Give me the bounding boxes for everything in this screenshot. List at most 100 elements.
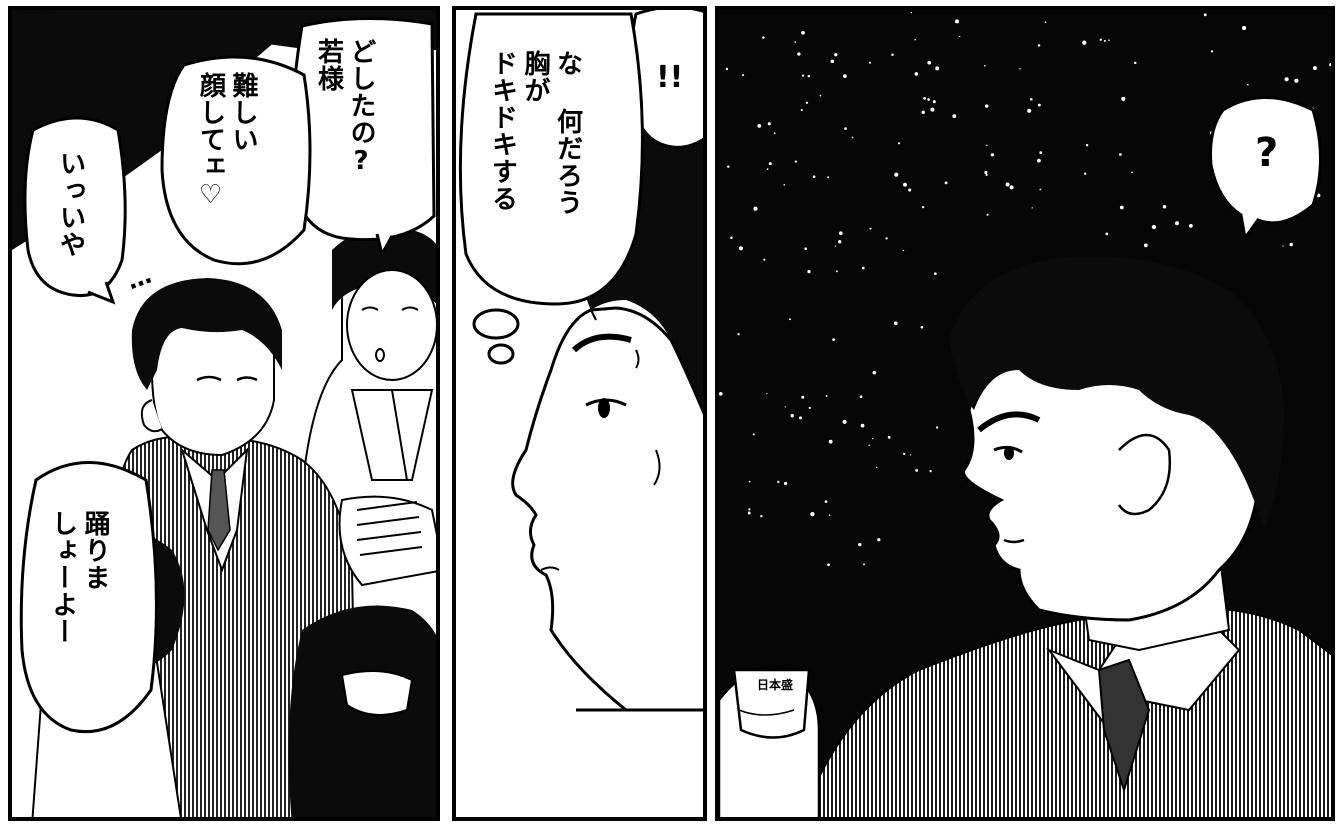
star [1312, 66, 1317, 71]
star [762, 36, 765, 39]
star [887, 436, 891, 439]
star [748, 508, 751, 511]
star [1083, 172, 1087, 175]
star [719, 391, 723, 396]
bubble-muzukashii-line-1: 難しい [228, 72, 258, 153]
thought-line-1: な 何だろう [552, 50, 583, 216]
star [747, 511, 751, 515]
star [757, 124, 762, 128]
star [835, 270, 838, 273]
speech-bubble-muzukashii [160, 55, 312, 266]
panel-middle: !! な 何だろう 胸が ドキドキする [452, 6, 707, 821]
star [872, 437, 874, 440]
star [784, 406, 786, 408]
star [738, 246, 743, 251]
star [929, 469, 932, 473]
star [827, 563, 830, 567]
star [875, 466, 878, 469]
star [1009, 185, 1014, 190]
star [984, 170, 988, 175]
star [903, 182, 907, 187]
star [1082, 40, 1087, 45]
star [794, 160, 797, 163]
star [1119, 205, 1124, 210]
star [766, 392, 768, 395]
panel-right: 日本盛 ? [715, 6, 1335, 821]
star [1019, 68, 1021, 70]
star [920, 325, 924, 329]
bubble-muzukashii-text: 難しい 顔してェ♡ [194, 72, 259, 262]
star [748, 480, 751, 483]
bubble-muzukashii-line-2: 顔してェ♡ [195, 72, 226, 211]
speech-bubble-question [1209, 96, 1322, 240]
star [812, 175, 816, 178]
star [827, 176, 830, 179]
star [819, 94, 822, 97]
star [1210, 50, 1214, 53]
star [828, 514, 831, 517]
star [986, 213, 989, 216]
star [1246, 83, 1249, 86]
star [727, 165, 730, 168]
star [952, 114, 957, 119]
star [766, 168, 769, 170]
star [1294, 78, 1299, 83]
star [908, 188, 912, 192]
star [783, 183, 786, 186]
star [1162, 205, 1167, 209]
thought-line-2: 胸が [520, 50, 550, 104]
star [842, 419, 847, 424]
star [844, 127, 847, 130]
star [986, 144, 988, 147]
star [891, 53, 894, 56]
star [824, 500, 828, 503]
star [798, 416, 802, 420]
star [797, 52, 801, 56]
star [790, 413, 794, 418]
star [804, 247, 808, 251]
star [1105, 232, 1109, 236]
star [990, 153, 994, 157]
star [927, 60, 932, 65]
star [1037, 44, 1041, 47]
star [877, 538, 881, 542]
star [858, 542, 862, 547]
star [927, 98, 930, 101]
star [1031, 207, 1033, 209]
star [984, 64, 986, 67]
star [800, 109, 803, 112]
star [872, 370, 877, 375]
star [1099, 38, 1102, 41]
star [1143, 243, 1148, 248]
bubble-odori-line-2: しょーよー [47, 510, 78, 645]
star [810, 511, 815, 517]
star [1027, 108, 1032, 113]
star [768, 162, 772, 166]
star [777, 480, 780, 484]
star [808, 406, 811, 410]
star [910, 454, 912, 456]
question-text: ? [1255, 130, 1279, 176]
star [934, 272, 937, 276]
star [1039, 151, 1043, 155]
star [932, 100, 936, 104]
star [903, 452, 906, 456]
star [742, 74, 745, 77]
star [725, 67, 729, 71]
star [834, 245, 837, 247]
star [834, 53, 838, 57]
star [894, 172, 899, 177]
star [885, 237, 888, 240]
star [959, 35, 961, 38]
star [868, 61, 872, 64]
star [930, 107, 935, 112]
star [935, 426, 939, 429]
bubble-iiiya-text: いっいや [54, 150, 87, 290]
star [1331, 118, 1334, 121]
star [910, 11, 913, 14]
star [789, 318, 791, 321]
star [783, 481, 788, 486]
star [1284, 77, 1289, 82]
star [1037, 158, 1041, 163]
panel-left: どしたの? 若様 難しい 顔してェ♡ いっいや … 踊りま しょーよー [8, 6, 440, 821]
